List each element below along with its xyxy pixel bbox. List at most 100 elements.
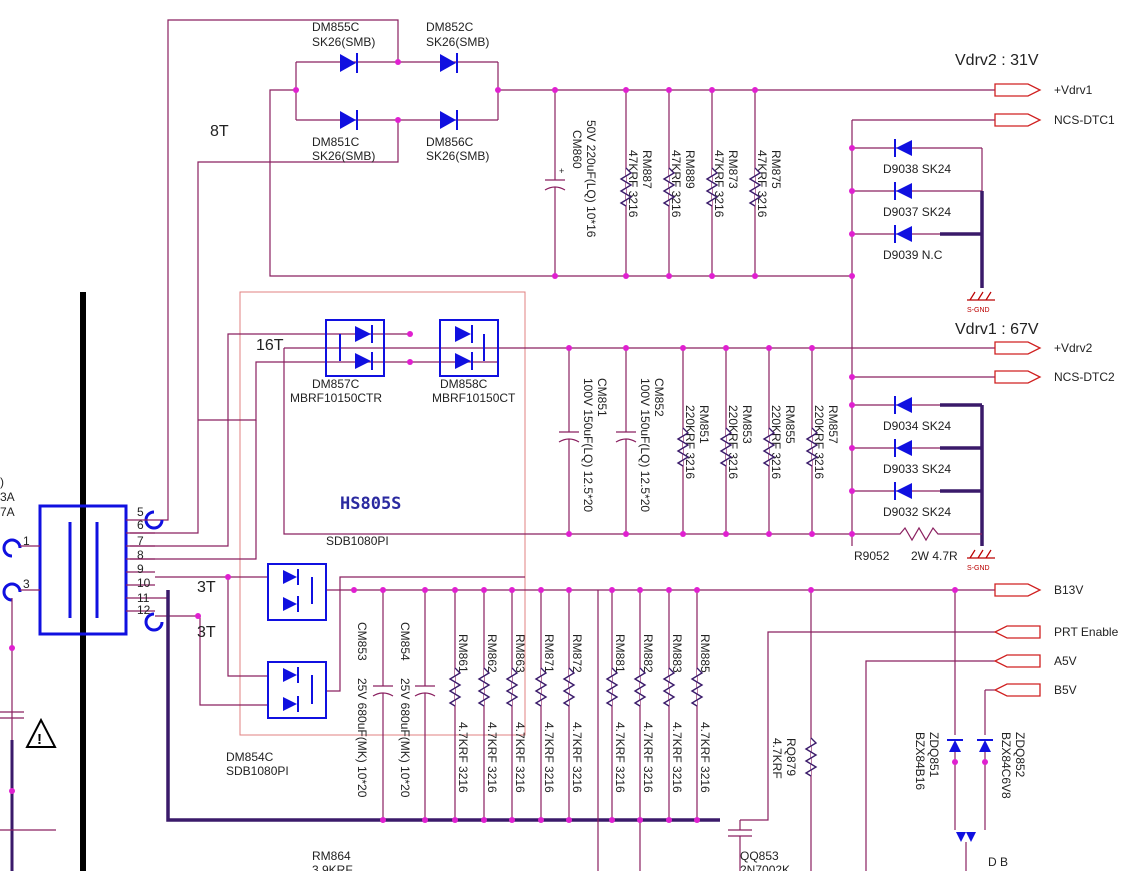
res-rm863-value: 4.7KRF 3216: [513, 722, 527, 793]
res-rm851-name: RM851: [697, 405, 711, 444]
res-rm881-name: RM881: [613, 634, 627, 673]
transformer: [0, 292, 168, 871]
res-rm883-value: 4.7KRF 3216: [670, 722, 684, 793]
res-rm857-name: RM857: [826, 405, 840, 444]
res-rm883-name: RM883: [670, 634, 684, 673]
resistor-low-2: [505, 667, 519, 707]
port-b13v: B13V: [1054, 583, 1083, 597]
res-rm881-value: 4.7KRF 3216: [613, 722, 627, 793]
bridge-diode-4-value: SK26(SMB): [426, 149, 489, 163]
resistor-low-3: [534, 667, 548, 707]
zener-zdq851-value: BZX84B16: [913, 732, 927, 790]
res-rm875-name: RM875: [769, 150, 783, 189]
turns-16t: 16T: [256, 337, 284, 354]
res-rm872-name: RM872: [570, 634, 584, 673]
pin-5: 5: [137, 505, 144, 519]
cap-cm854-value: 25V 680uF(MK) 10*20: [398, 678, 412, 798]
low-caps: [372, 590, 436, 820]
port-prt-enable: PRT Enable: [1054, 625, 1119, 639]
turns-8t: 8T: [210, 123, 229, 140]
port-ncs-dtc2: NCS-DTC2: [1054, 370, 1115, 384]
res-rm853-value: 220KRF 3216: [726, 405, 740, 479]
cap-cm851-name: CM851: [595, 378, 609, 417]
mid-caps: [558, 348, 637, 534]
zener-zdq852-value: BZX84C6V8: [999, 732, 1013, 799]
res-rm857-value: 220KRF 3216: [812, 405, 826, 479]
res-rm862-name: RM862: [485, 634, 499, 673]
port-vdrv2: +Vdrv2: [1054, 341, 1093, 355]
bridge-diodes-top: [340, 53, 458, 130]
res-rm864-name: RM864: [312, 849, 351, 863]
cap-cm853-name: CM853: [355, 622, 369, 661]
clamp-diodes-mid: [852, 396, 984, 546]
dual-diodes-low: [267, 563, 327, 719]
res-rm871-name: RM871: [542, 634, 556, 673]
res-rm882-name: RM882: [641, 634, 655, 673]
cap-cm860: +: [544, 90, 566, 276]
res-rm861-name: RM861: [456, 634, 470, 673]
res-r9052-value: 2W 4.7R: [911, 549, 958, 563]
resistor-top-2: [705, 167, 719, 207]
edge-label-a: ): [0, 475, 4, 489]
transistor-value: 2N7002K: [740, 863, 790, 871]
res-rm889-value: 47KRF 3216: [669, 150, 683, 218]
cap-cm854-name: CM854: [398, 622, 412, 661]
overlap-label: SDB1080PI: [326, 534, 389, 548]
voltage-vdrv1: Vdrv1 : 67V: [955, 321, 1039, 338]
mid-wiring: [130, 333, 995, 547]
clamp-d9037: D9037 SK24: [883, 205, 951, 219]
cap-cm852-value: 100V 150uF(LQ) 12.5*20: [638, 378, 652, 512]
dual-diode-dm854c-value: SDB1080PI: [226, 764, 289, 778]
s-gnd-top-label: S-GND: [967, 307, 990, 314]
res-rm855-value: 220KRF 3216: [769, 405, 783, 479]
bridge-diode-1-name: DM855C: [312, 20, 360, 34]
resistor-mid-1: [719, 427, 733, 467]
bridge-diode-3-value: SK26(SMB): [312, 149, 375, 163]
clamp-diodes-top: [852, 139, 984, 288]
transistor-qq853: [728, 820, 752, 871]
port-a5v: A5V: [1054, 654, 1077, 668]
res-rm871-value: 4.7KRF 3216: [542, 722, 556, 793]
cut-off-label: D B: [988, 855, 1008, 869]
top-bridge-wiring: [130, 19, 995, 546]
port-vdrv1: +Vdrv1: [1054, 83, 1093, 97]
resistor-rq879: [804, 737, 818, 777]
s-gnd-top: [967, 291, 995, 301]
res-rm875-value: 47KRF 3216: [755, 150, 769, 218]
svg-text:+: +: [559, 166, 564, 176]
res-rq879-name: RQ879: [784, 738, 798, 776]
s-gnd-mid-label: S-GND: [967, 565, 990, 572]
zener-zdq852-name: ZDQ852: [1013, 732, 1027, 778]
resistor-mid-0: [676, 427, 690, 467]
warning-glyph: !: [37, 731, 42, 748]
dual-diode-dm858c-value: MBRF10150CT: [432, 391, 516, 405]
res-rm885-name: RM885: [698, 634, 712, 673]
res-rm851-value: 220KRF 3216: [683, 405, 697, 479]
resistor-mid-2: [762, 427, 776, 467]
dual-diode-dm858c-name: DM858C: [440, 377, 488, 391]
resistor-low-4: [562, 667, 576, 707]
res-rq879-value: 4.7KRF: [770, 738, 784, 779]
resistor-low-1: [477, 667, 491, 707]
edge-label-b: 3A: [0, 490, 15, 504]
clamp-d9034: D9034 SK24: [883, 419, 951, 433]
pin-3: 3: [23, 577, 30, 591]
port-ncs-dtc1: NCS-DTC1: [1054, 113, 1115, 127]
turns-3t-a: 3T: [197, 579, 216, 596]
res-rm873-value: 47KRF 3216: [712, 150, 726, 218]
res-rm855-name: RM855: [783, 405, 797, 444]
clamp-d9038: D9038 SK24: [883, 162, 951, 176]
s-gnd-mid: [967, 549, 995, 559]
heatsink-label: HS805S: [340, 494, 401, 514]
res-rm861-value: 4.7KRF 3216: [456, 722, 470, 793]
voltage-vdrv2: Vdrv2 : 31V: [955, 52, 1039, 69]
warning-icon: [25, 717, 57, 748]
res-rm862-value: 4.7KRF 3216: [485, 722, 499, 793]
bridge-diode-2-name: DM852C: [426, 20, 474, 34]
dual-diode-dm857c-value: MBRF10150CTR: [290, 391, 382, 405]
dual-diodes-mid: [325, 319, 499, 377]
clamp-d9032: D9032 SK24: [883, 505, 951, 519]
resistor-mid-3: [805, 427, 819, 467]
clamp-d9033: D9033 SK24: [883, 462, 951, 476]
